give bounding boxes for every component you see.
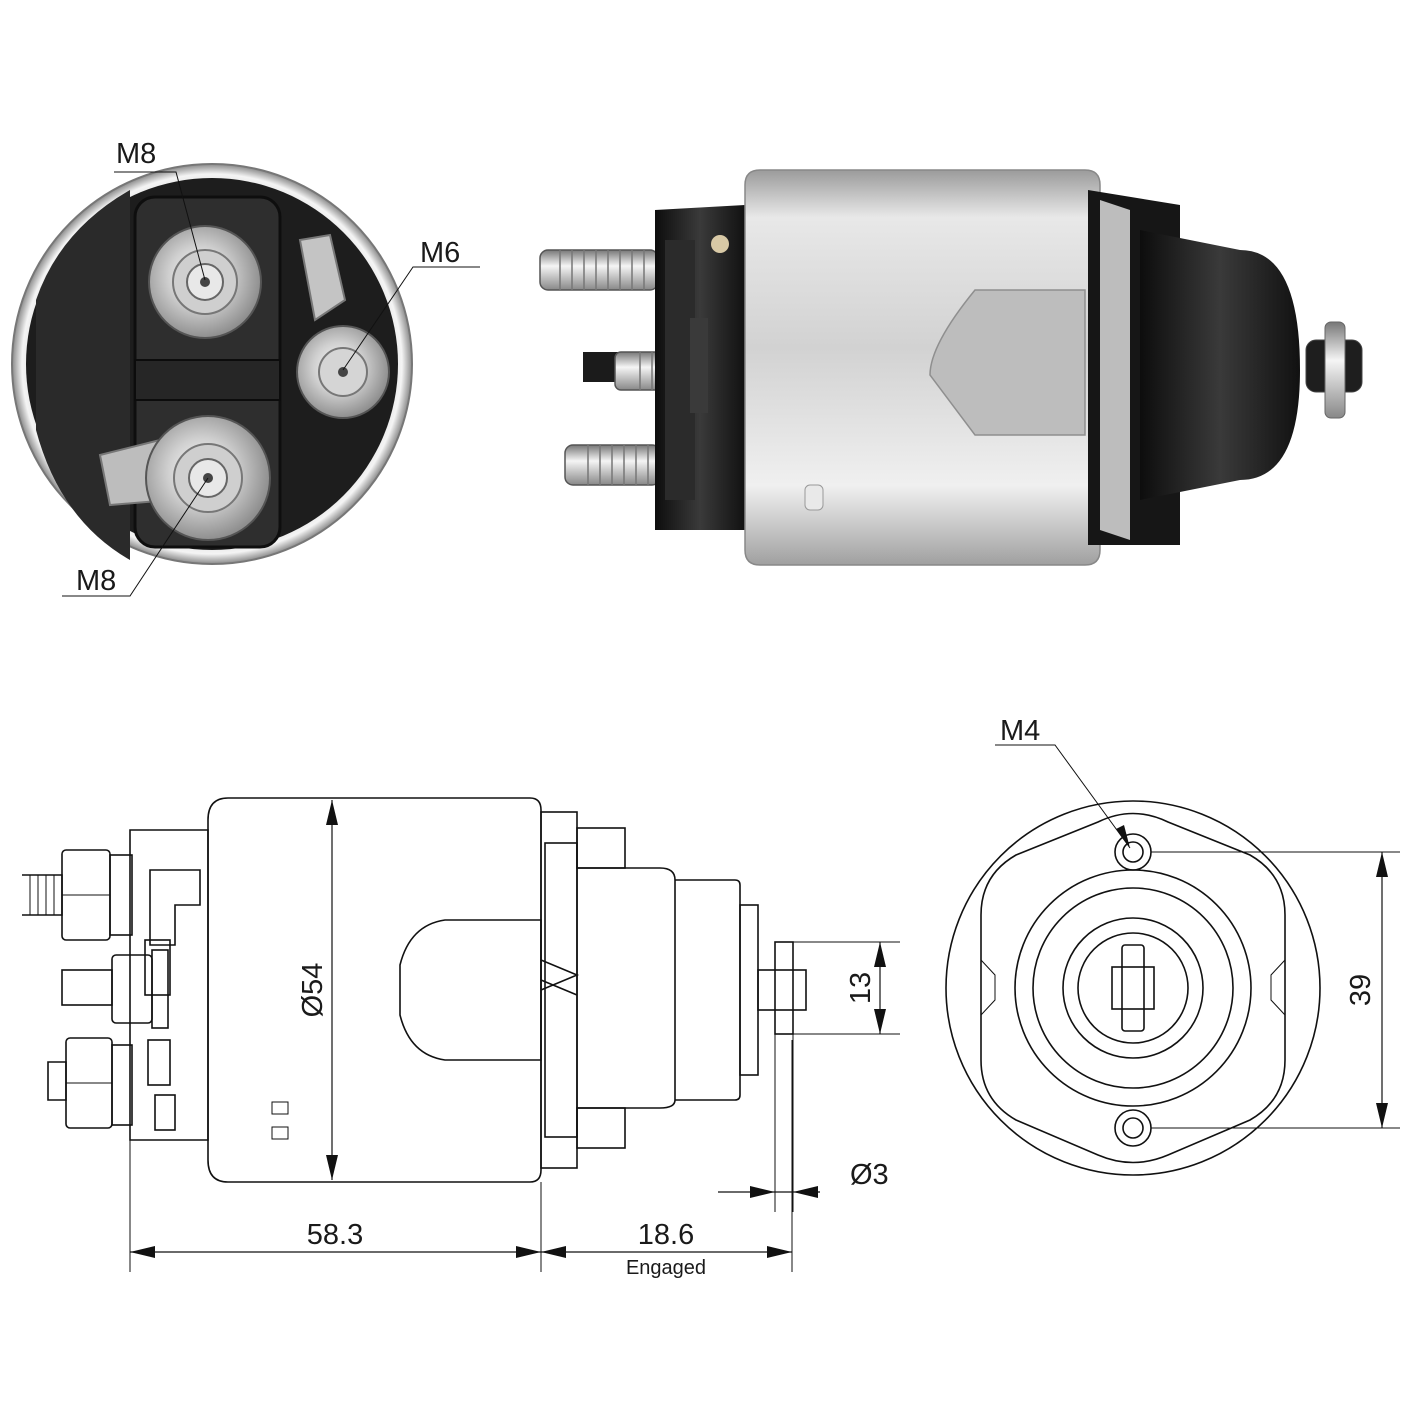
side-m6-label: M6 [420, 237, 460, 269]
photo-side-view [539, 169, 1363, 566]
side-m6-terminal [296, 233, 390, 419]
drawing-side-view: Ø54 58.3 18.6 Engaged 13 Ø3 [22, 797, 900, 1279]
plunger-travel-label: 18.6 [638, 1219, 694, 1251]
top-mount-hole [1114, 833, 1152, 871]
plunger-travel-note: Engaged [626, 1257, 706, 1279]
can-embossed-tab [929, 289, 1086, 436]
drawing-lower-stud [47, 1037, 133, 1129]
bottom-m8-label: M8 [76, 565, 116, 597]
mount-spacing-label: 39 [1345, 974, 1377, 1006]
end-view-flange [980, 812, 1286, 1164]
drawing-front-cap [129, 829, 209, 1141]
bottom-mount-hole [1114, 1109, 1152, 1147]
drawing-end-view: M4 39 [945, 715, 1400, 1176]
drawing-upper-stud [22, 849, 133, 941]
solenoid-can [744, 169, 1101, 566]
body-diameter-label: Ø54 [297, 963, 329, 1018]
lower-stud [564, 444, 661, 486]
pin-diameter-label: Ø3 [850, 1159, 889, 1191]
upper-stud [539, 249, 659, 291]
drawing-body-tab [399, 919, 542, 1061]
top-m8-terminal [148, 225, 262, 339]
drawing-body [207, 797, 542, 1183]
body-length-label: 58.3 [307, 1219, 363, 1251]
plunger-housing [1140, 230, 1300, 500]
mount-screw-label: M4 [1000, 715, 1040, 747]
pin-height-label: 13 [845, 972, 877, 1004]
photo-end-view: M8 M6 M8 [11, 138, 480, 597]
end-view-outline [945, 800, 1321, 1176]
drawing-middle-stud [61, 949, 169, 1029]
top-m8-label: M8 [116, 138, 156, 170]
